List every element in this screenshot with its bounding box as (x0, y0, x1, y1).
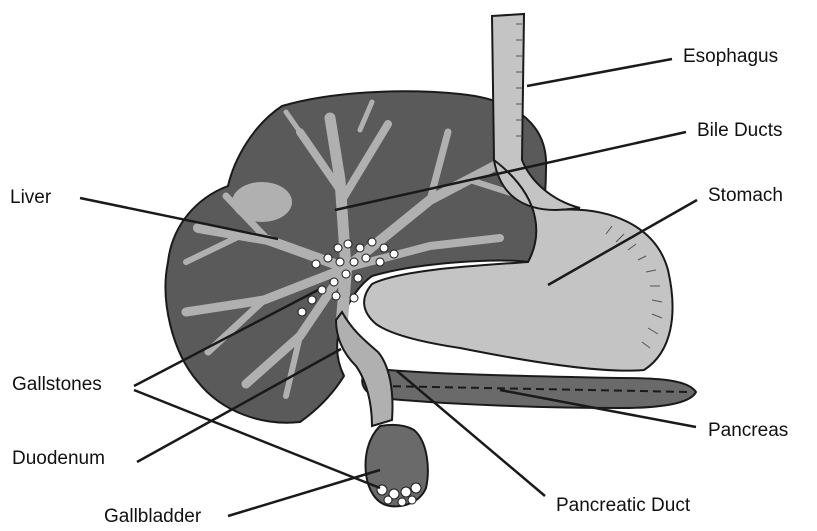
label-pancreas: Pancreas (708, 421, 788, 440)
label-gallbladder: Gallbladder (104, 507, 201, 526)
label-duodenum: Duodenum (12, 449, 105, 468)
label-gallstones: Gallstones (12, 375, 102, 394)
leader-gallbladder (228, 470, 380, 516)
label-liver: Liver (10, 188, 51, 207)
label-bile-ducts: Bile Ducts (697, 121, 783, 140)
label-esophagus: Esophagus (683, 47, 778, 66)
liver-highlight (232, 182, 292, 222)
leader-esophagus (527, 59, 672, 86)
label-pancreatic-duct: Pancreatic Duct (556, 496, 690, 515)
label-stomach: Stomach (708, 186, 783, 205)
